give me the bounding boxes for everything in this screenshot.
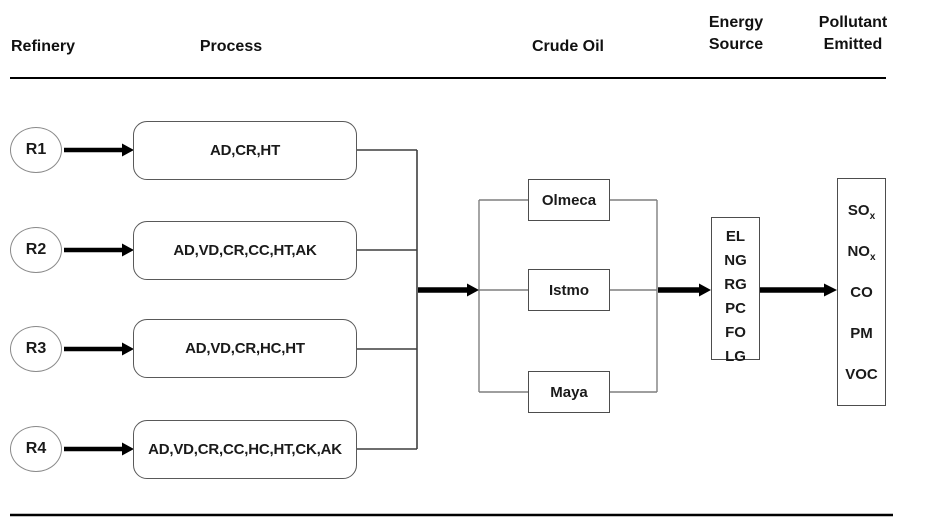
pollutant-item-co: CO	[850, 272, 873, 313]
pollutant-item-sox: SOx	[848, 190, 875, 231]
refinery-node-r1: R1	[10, 127, 62, 173]
refinery-process-arrows	[64, 143, 134, 456]
pollutant-label: CO	[850, 284, 873, 301]
energy-source-item: LG	[725, 348, 746, 365]
stage-arrows	[418, 283, 837, 297]
energy-source-item: EL	[725, 228, 746, 245]
pollutant-label: SO	[847, 202, 870, 219]
pollutant-label: PM	[850, 325, 873, 342]
pollutant-item-nox: NOx	[847, 231, 875, 272]
column-header-pollutant-emitted: Pollutant Emitted	[818, 14, 888, 53]
pollutant-emitted-box: SOx NOx CO PM VOC	[837, 178, 886, 406]
energy-source-box: EL NG RG PC FO LG	[711, 217, 760, 365]
crude-oil-box-istmo: Istmo	[528, 269, 610, 311]
pollutant-item-pm: PM	[850, 313, 873, 354]
process-box-r1: AD,CR,HT	[133, 121, 357, 180]
column-header-refinery: Refinery	[10, 38, 76, 55]
refinery-node-r2: R2	[10, 227, 62, 273]
pollutant-subscript: x	[869, 252, 876, 263]
energy-source-item: FO	[725, 324, 746, 341]
pollutant-subscript: x	[869, 211, 876, 222]
process-box-r4: AD,VD,CR,CC,HC,HT,CK,AK	[133, 420, 357, 479]
process-box-r2: AD,VD,CR,CC,HT,AK	[133, 221, 357, 280]
crude-oil-box-olmeca: Olmeca	[528, 179, 610, 221]
crude-oil-bracket	[478, 199, 658, 393]
pollutant-item-voc: VOC	[845, 354, 878, 395]
refinery-node-r3: R3	[10, 326, 62, 372]
column-header-process: Process	[199, 38, 263, 55]
pollutant-label: NO	[847, 243, 870, 260]
energy-source-item: PC	[725, 300, 746, 317]
pollutant-label: VOC	[845, 366, 878, 383]
energy-source-item: RG	[724, 276, 747, 293]
column-header-energy-source: Energy Source	[708, 14, 764, 53]
process-box-r3: AD,VD,CR,HC,HT	[133, 319, 357, 378]
refinery-node-r4: R4	[10, 426, 62, 472]
crude-oil-box-maya: Maya	[528, 371, 610, 413]
column-header-crude-oil: Crude Oil	[531, 38, 604, 55]
process-collector-connectors	[357, 149, 418, 450]
energy-source-item: NG	[724, 252, 747, 269]
